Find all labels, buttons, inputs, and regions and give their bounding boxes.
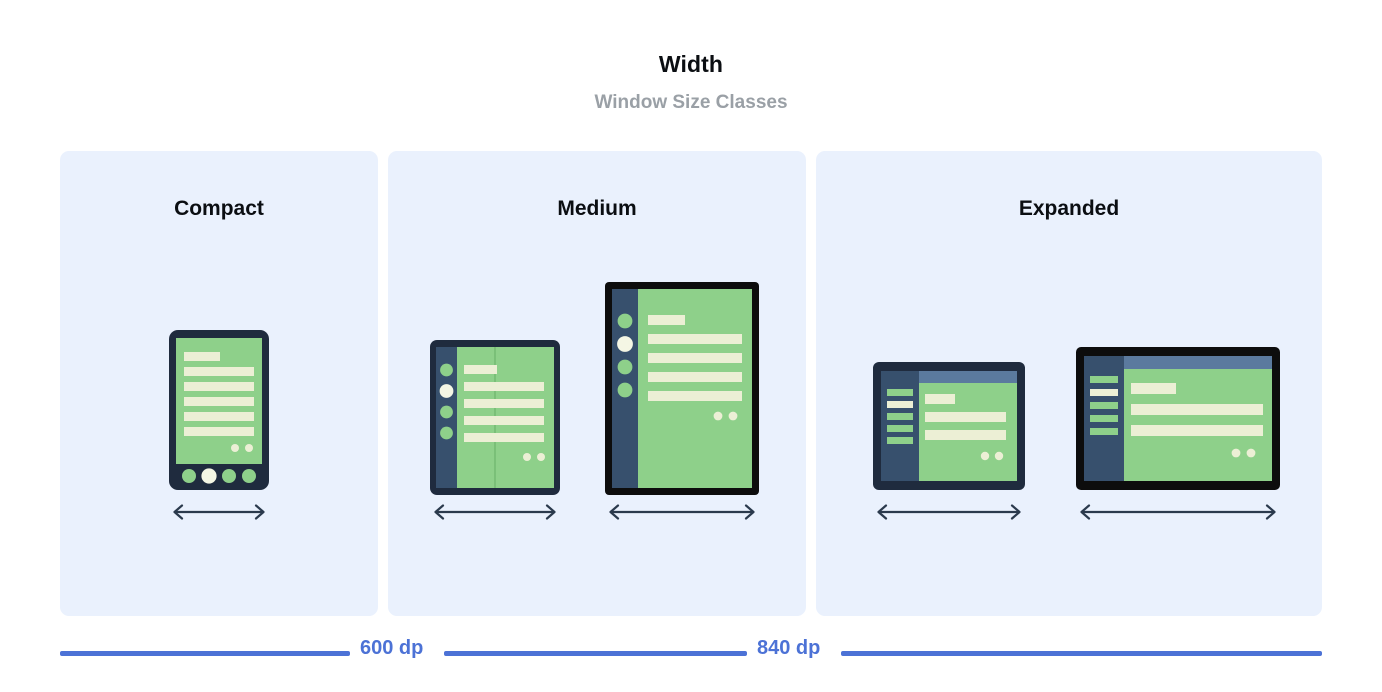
breakpoint-label-600dp: 600 dp [360, 637, 424, 659]
size-class-panels: Compact [0, 151, 1382, 616]
page-subtitle: Window Size Classes [594, 92, 788, 113]
device-expanded-tablet [1076, 347, 1280, 495]
width-arrow-medium-foldable [429, 501, 561, 527]
device-medium-foldable [430, 340, 560, 500]
panel-label-medium: Medium [557, 197, 637, 220]
device-compact-phone [169, 330, 269, 495]
width-arrow-medium-tablet [604, 501, 760, 527]
page-title: Width [658, 51, 724, 77]
breakpoint-label-840dp: 840 dp [757, 637, 821, 659]
device-expanded-laptop [873, 362, 1025, 495]
diagram-header: Width Window Size Classes [0, 0, 1382, 113]
width-arrow-compact-phone [168, 501, 270, 527]
panel-compact: Compact [60, 151, 378, 616]
width-arrow-expanded-tablet [1075, 501, 1281, 527]
panel-medium: Medium [388, 151, 806, 616]
panel-label-expanded: Expanded [1018, 197, 1120, 220]
panel-label-compact: Compact [174, 197, 264, 220]
breakpoint-line-right [841, 651, 1322, 656]
breakpoint-line-middle [444, 651, 747, 656]
breakpoint-line-left [60, 651, 350, 656]
device-medium-tablet [605, 282, 759, 500]
width-arrow-expanded-laptop [872, 501, 1026, 527]
panel-expanded: Expanded [816, 151, 1322, 616]
breakpoint-bar: 600 dp 840 dp [0, 634, 1382, 674]
